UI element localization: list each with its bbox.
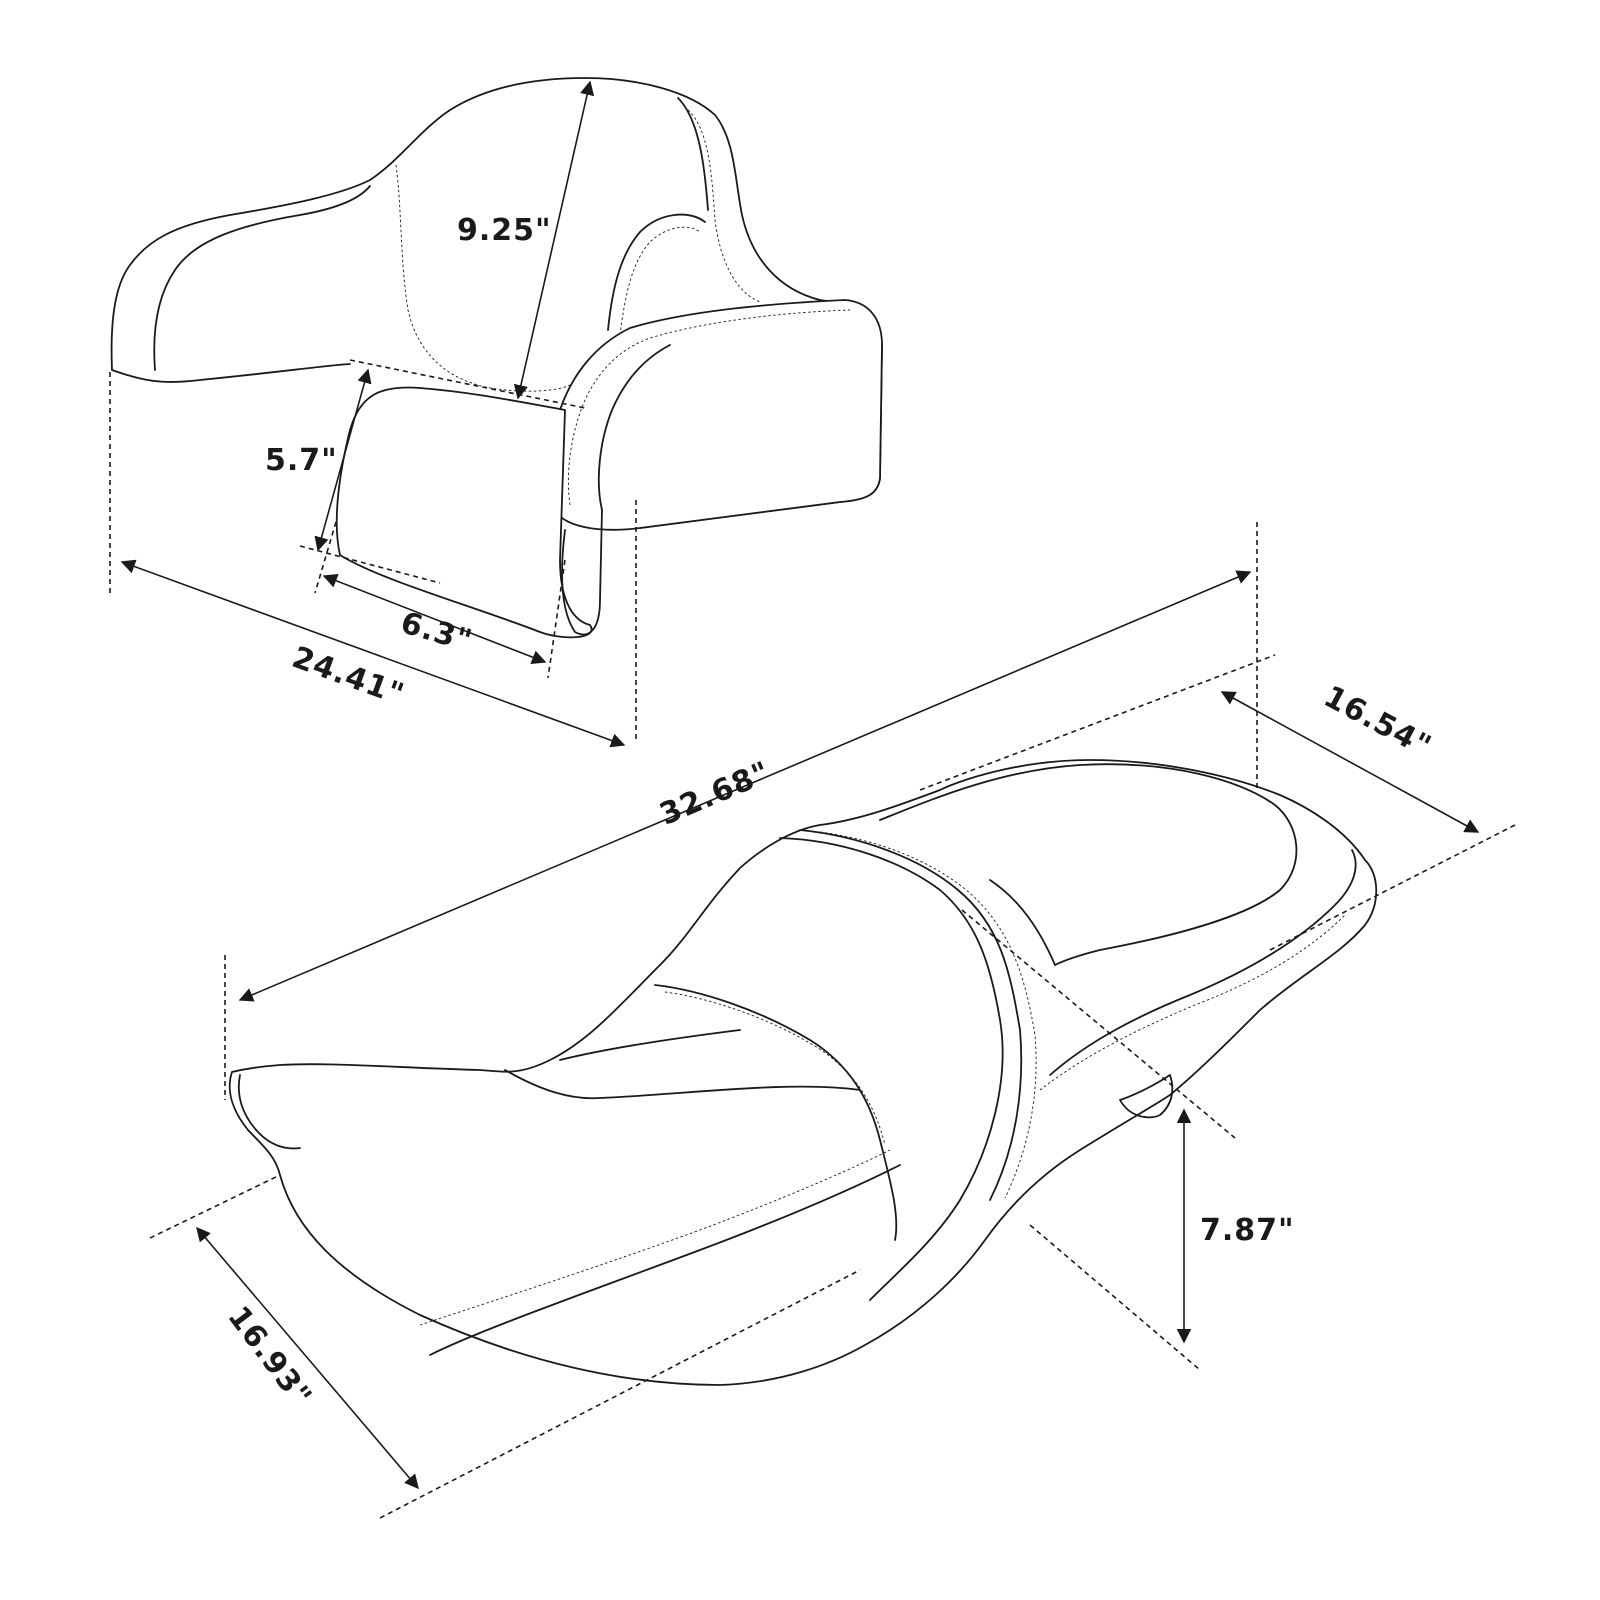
label-backrest-height: 9.25": [457, 213, 552, 248]
ext-seat-rear-right: [1269, 824, 1516, 951]
ext-seat-front-left: [149, 1174, 281, 1239]
backrest-lumbar-pad: [335, 386, 593, 639]
label-seat-rear-width: 16.54": [1318, 679, 1437, 765]
seat-driver-side-front: [504, 1069, 861, 1100]
backrest-left-wing-edge: [111, 363, 351, 383]
seat-driver-side: [429, 1029, 901, 1356]
dim-arrow-seat-rear-width: [1220, 691, 1480, 833]
label-pad-height: 5.7": [265, 443, 338, 478]
backrest-drawing: [110, 77, 883, 639]
dim-arrow-seat-length: [238, 570, 1252, 1002]
ext-lumbar-top: [349, 359, 586, 409]
dim-arrow-seat-front-width: [196, 1226, 419, 1490]
ext-seat-height-bottom: [1029, 1224, 1201, 1371]
backrest-inner-arm-stitch: [619, 226, 701, 336]
backrest-panel-stitch-right: [687, 109, 761, 303]
dim-arrow-backrest-height: [513, 80, 595, 400]
seat-side-tab: [1119, 1074, 1174, 1119]
seat-drawing: [228, 759, 1378, 1386]
seat-rear-skirt-stitch: [1039, 914, 1346, 1091]
label-backrest-width: 24.41": [288, 640, 409, 713]
label-seat-length: 32.68": [655, 755, 776, 833]
ext-lumbar-left: [314, 521, 337, 594]
label-pad-width: 6.3": [397, 605, 477, 659]
backrest-right-arm-inner: [597, 344, 671, 511]
label-seat-front-width: 16.93": [221, 1300, 319, 1414]
dim-arrow-pad-height: [314, 368, 372, 552]
backrest-inner-arm: [607, 213, 706, 331]
seat-driver-side-stitch: [419, 1149, 891, 1326]
backrest-panel-stitch-left: [395, 164, 576, 392]
label-seat-height: 7.87": [1200, 1213, 1295, 1248]
seat-dimension-arrows: [196, 570, 1480, 1490]
ext-seat-front-right: [379, 1269, 861, 1519]
backrest-panel-edge-right: [677, 97, 709, 211]
seat-outline: [228, 759, 1378, 1386]
seat-front-nose: [237, 1074, 301, 1150]
seat-driver-cushion-stitch: [664, 991, 886, 1146]
backrest-left-wing-inner: [153, 185, 371, 371]
